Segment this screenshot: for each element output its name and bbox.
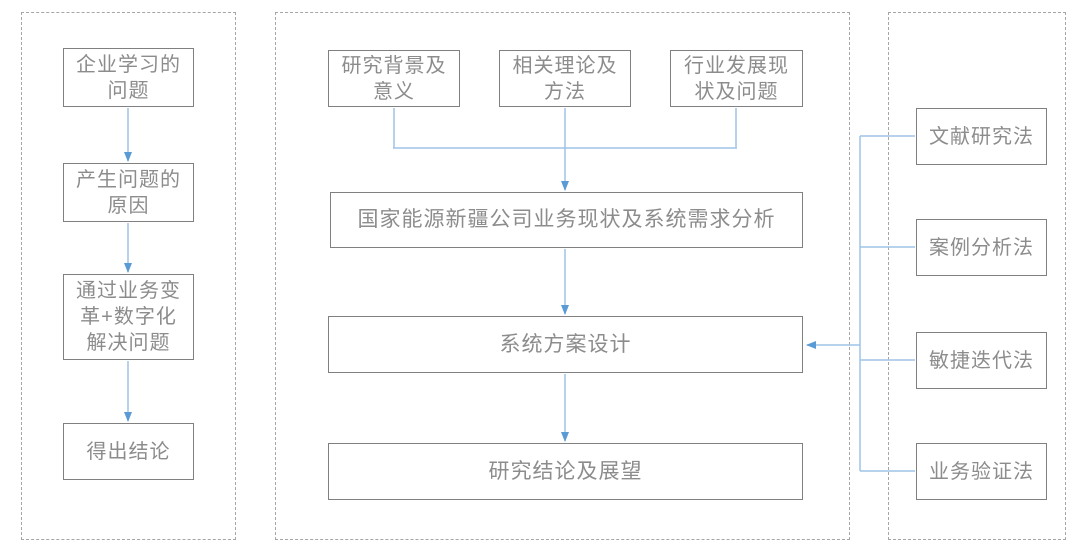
node-business-status-requirements: 国家能源新疆公司业务现状及系统需求分析 [330,192,803,248]
node-problem-causes: 产生问题的 原因 [63,163,194,222]
panel-research-flow [275,12,850,540]
panel-problem-track [21,12,236,540]
node-business-validation-method: 业务验证法 [916,443,1047,500]
node-conclusion-outlook: 研究结论及展望 [328,443,803,500]
node-related-theory: 相关理论及 方法 [499,50,631,107]
node-agile-iteration-method: 敏捷迭代法 [916,332,1047,389]
node-research-background: 研究背景及 意义 [328,50,460,107]
node-enterprise-learning-problem: 企业学习的 问题 [63,48,194,107]
node-solve-via-transformation: 通过业务变 革+数字化 解决问题 [63,274,194,360]
node-industry-status: 行业发展现 状及问题 [670,50,803,107]
node-case-analysis-method: 案例分析法 [916,219,1047,276]
node-draw-conclusion: 得出结论 [63,423,194,480]
node-literature-research-method: 文献研究法 [916,108,1047,165]
node-system-design: 系统方案设计 [328,316,803,373]
panel-methods [888,12,1066,540]
